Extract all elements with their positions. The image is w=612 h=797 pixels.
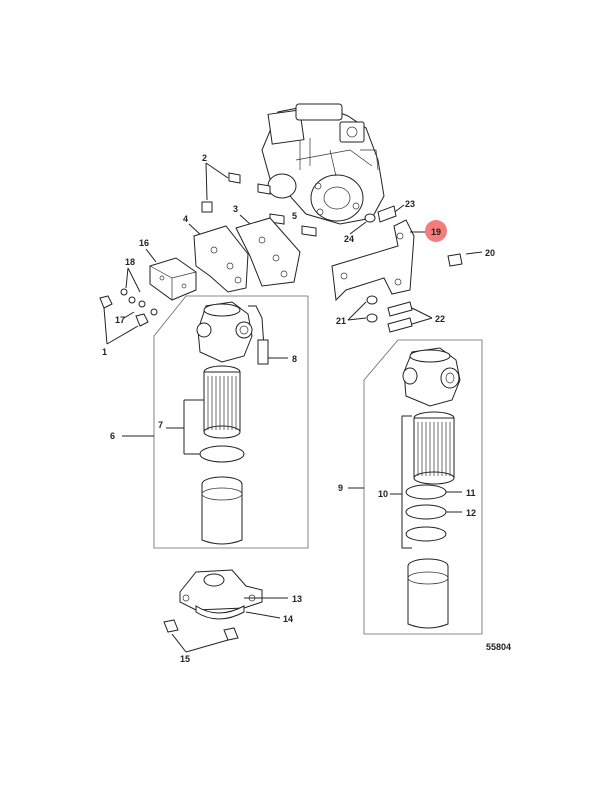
figure-id: 55804 [486, 642, 511, 652]
callout-6: 6 [110, 431, 115, 441]
callout-16-group: 16 [139, 238, 197, 301]
highlight-marker [425, 220, 447, 242]
callout-17: 17 [115, 315, 125, 325]
callout-3-group: 3 [233, 204, 301, 287]
callout-22: 22 [435, 314, 445, 324]
callout-2-group: 2 [201, 153, 241, 213]
callout-4: 4 [183, 214, 188, 224]
callout-3: 3 [233, 204, 238, 214]
callout-23: 23 [405, 199, 415, 209]
callout-19: 19 [431, 227, 441, 237]
right-filter-assembly: 11 12 10 9 [338, 339, 483, 635]
callout-4-group: 4 [183, 214, 249, 293]
callout-21: 21 [336, 316, 346, 326]
callout-2: 2 [202, 153, 207, 163]
callout-8: 8 [292, 354, 297, 364]
callout-18: 18 [125, 257, 135, 267]
callout-12: 12 [466, 508, 476, 518]
callout-20: 20 [485, 248, 495, 258]
callout-11: 11 [466, 488, 476, 498]
mount-bracket-assembly: 13 14 15 [163, 569, 302, 664]
callout-23-24-group: 23 24 [344, 199, 415, 244]
callout-5: 5 [292, 211, 297, 221]
callout-1: 1 [102, 347, 107, 357]
callout-16: 16 [139, 238, 149, 248]
callout-14: 14 [283, 614, 293, 624]
hydraulic-pump-illustration [261, 103, 385, 225]
left-filter-assembly: 8 7 6 [110, 295, 309, 549]
callout-9: 9 [338, 483, 343, 493]
callout-21-22-group: 21 22 [336, 295, 445, 333]
callout-7: 7 [158, 420, 163, 430]
callout-24: 24 [344, 234, 354, 244]
callout-20-group: 20 [447, 248, 495, 267]
callout-15: 15 [180, 654, 190, 664]
callout-13: 13 [292, 594, 302, 604]
callout-18-17-1-group: 18 17 1 [99, 257, 158, 357]
callout-10: 10 [378, 489, 388, 499]
callout-19-group: 19 [331, 219, 447, 302]
